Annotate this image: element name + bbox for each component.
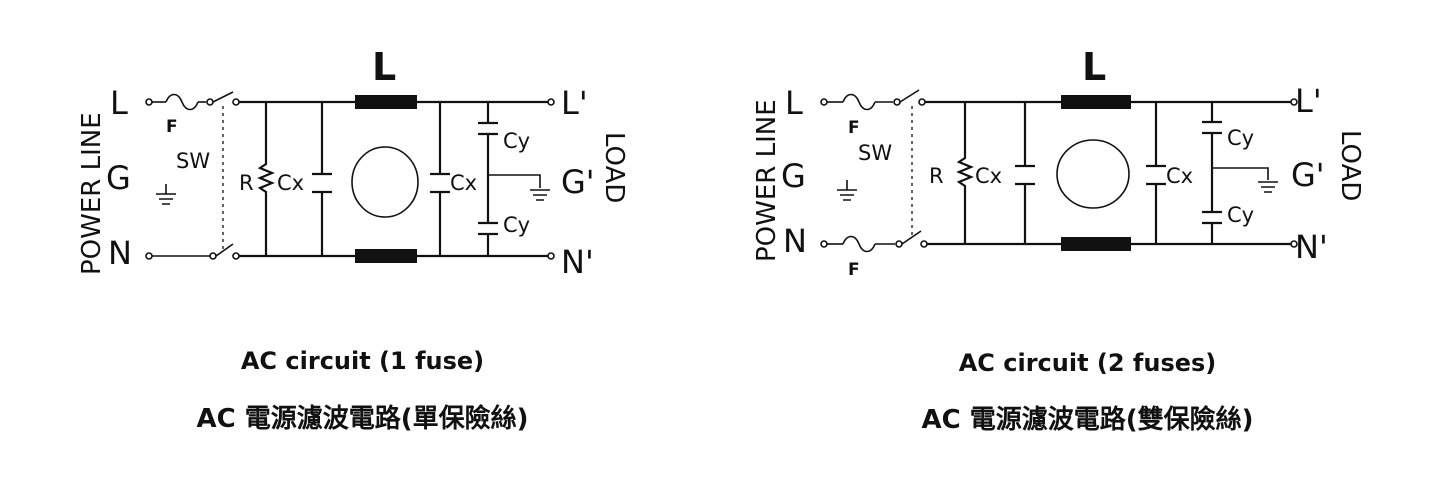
switch-blade-top bbox=[212, 91, 234, 103]
choke-core bbox=[351, 146, 419, 218]
output-L-terminal bbox=[547, 98, 555, 106]
load-label: LOAD bbox=[599, 132, 629, 203]
fuse-symbol bbox=[165, 93, 199, 111]
caption-chinese: AC 電源濾波電路(雙保險絲) bbox=[921, 405, 1254, 435]
choke-winding-bottom bbox=[355, 249, 417, 263]
output-N-label: N' bbox=[561, 243, 594, 281]
cy1-label: Cy bbox=[503, 129, 530, 153]
cx1-label: Cx bbox=[277, 171, 304, 195]
switch-label: SW bbox=[176, 149, 210, 173]
output-G-label: G' bbox=[561, 163, 595, 201]
fuse-label: F bbox=[166, 117, 178, 137]
power-line-label: POWER LINE bbox=[752, 99, 782, 262]
resistor-symbol bbox=[956, 102, 974, 244]
output-N-terminal bbox=[1290, 240, 1298, 248]
cy2-label: Cy bbox=[1227, 203, 1254, 227]
choke-winding-bottom bbox=[1061, 237, 1131, 251]
ground-icon bbox=[1258, 181, 1278, 193]
input-L-terminal bbox=[820, 98, 828, 106]
caption-chinese: AC 電源濾波電路(單保險絲) bbox=[196, 404, 529, 434]
output-G-label: G' bbox=[1291, 156, 1325, 194]
switch-blade-top bbox=[899, 89, 920, 103]
cx1-label: Cx bbox=[975, 164, 1002, 188]
resistor-label: R bbox=[929, 164, 944, 188]
choke-winding-top bbox=[1061, 95, 1131, 109]
choke-core bbox=[1056, 139, 1130, 209]
circuit-diagram-single-fuse: POWER LINE LOAD L G N F SW bbox=[77, 45, 629, 281]
input-G-label: G bbox=[106, 159, 131, 197]
caption-title: AC circuit (1 fuse) bbox=[240, 347, 485, 375]
ground-icon bbox=[156, 184, 176, 205]
cy2-label: Cy bbox=[503, 213, 530, 237]
cy-capacitors bbox=[478, 102, 541, 256]
ground-icon bbox=[530, 189, 550, 201]
output-L-label: L' bbox=[561, 84, 588, 122]
input-N-label: N bbox=[783, 222, 807, 260]
choke-label: L bbox=[372, 45, 396, 89]
circuit-panel-single-fuse: POWER LINE LOAD L G N F SW bbox=[77, 45, 629, 434]
output-L-label: L' bbox=[1295, 82, 1322, 120]
cy1-label: Cy bbox=[1227, 126, 1254, 150]
output-N-terminal bbox=[547, 252, 555, 260]
circuit-diagram-dual-fuse: POWER LINE LOAD L G N F SW F bbox=[752, 45, 1365, 280]
power-line-label: POWER LINE bbox=[77, 112, 107, 275]
resistor-label: R bbox=[239, 171, 254, 195]
input-L-label: L bbox=[785, 84, 803, 122]
fuse-top-label: F bbox=[848, 118, 860, 138]
fuse-bottom-symbol bbox=[842, 235, 876, 253]
input-L-label: L bbox=[110, 84, 128, 122]
circuit-panel-dual-fuse: POWER LINE LOAD L G N F SW F bbox=[725, 0, 1450, 501]
cx1-capacitor bbox=[312, 102, 332, 256]
ground-icon bbox=[837, 180, 857, 201]
switch-blade-bottom bbox=[901, 230, 922, 245]
resistor-symbol bbox=[257, 102, 275, 256]
output-N-label: N' bbox=[1295, 228, 1328, 266]
load-label: LOAD bbox=[1335, 130, 1365, 201]
cy-capacitors bbox=[1202, 102, 1269, 244]
switch-label: SW bbox=[858, 141, 892, 165]
fuse-bottom-label: F bbox=[848, 260, 860, 280]
output-L-terminal bbox=[1290, 98, 1298, 106]
input-N-terminal bbox=[820, 240, 828, 248]
input-N-label: N bbox=[108, 234, 132, 272]
cx2-capacitor bbox=[430, 102, 450, 256]
input-L-terminal bbox=[145, 98, 153, 106]
switch-blade-bottom bbox=[215, 243, 234, 257]
input-N-terminal bbox=[145, 252, 153, 260]
cx2-label: Cx bbox=[1166, 164, 1193, 188]
choke-label: L bbox=[1082, 45, 1106, 89]
cx2-capacitor bbox=[1146, 102, 1166, 244]
fuse-top-symbol bbox=[842, 93, 876, 111]
input-G-label: G bbox=[781, 157, 806, 195]
caption-title: AC circuit (2 fuses) bbox=[958, 349, 1217, 377]
cx2-label: Cx bbox=[450, 171, 477, 195]
choke-winding-top bbox=[355, 95, 417, 109]
cx1-capacitor bbox=[1015, 102, 1035, 244]
